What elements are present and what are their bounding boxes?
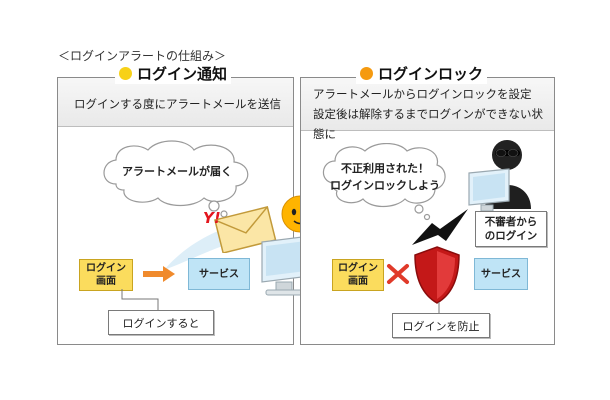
panel-header: アラートメールからログインロックを設定 設定後は解除するまでログインができない状… [301,78,554,131]
diagram-caption: ＜ログインアラートの仕組み＞ [58,47,226,64]
service-box: サービス [188,258,250,290]
panel-title-text: ログインロック [378,63,483,84]
panel-title-text: ログイン通知 [137,63,227,84]
login-trigger-label: ログインすると [108,310,214,335]
bubble-text: 不正利用された！ ログインロックしよう [330,160,440,194]
intruder-label: 不審者から のログイン [475,211,547,247]
service-box: サービス [474,258,528,290]
block-cross-icon [386,263,410,285]
shield-icon [411,245,463,305]
login-lock-title: ログインロック [356,63,487,84]
orange-dot-icon [360,67,373,80]
yellow-dot-icon [119,67,132,80]
panel-description-line1: アラートメールからログインロックを設定 [313,84,532,104]
yahoo-logo: Y! [203,209,221,227]
panel-header: ログインする度にアラートメールを送信 [58,78,293,127]
intruder-icon [465,137,535,217]
attack-arrow-icon [410,205,470,250]
login-screen-box: ログイン 画面 [332,259,384,291]
bubble-text: アラートメールが届く [122,163,232,180]
panel-description: ログインする度にアラートメールを送信 [74,94,281,114]
login-notification-title: ログイン通知 [115,63,231,84]
arrow-right-icon [141,264,177,284]
login-prevention-label: ログインを防止 [392,313,490,338]
login-screen-box: ログイン 画面 [79,259,133,291]
